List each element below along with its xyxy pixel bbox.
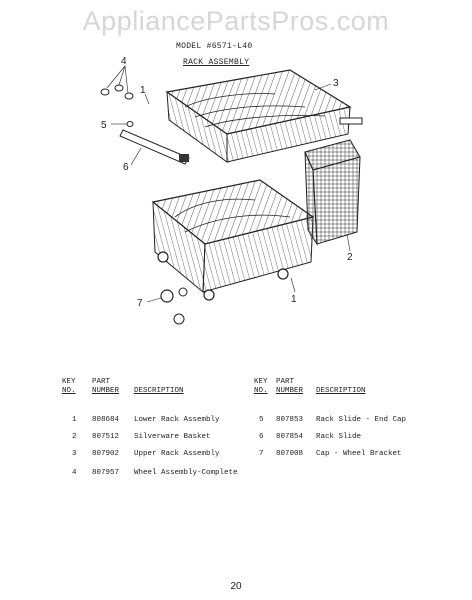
- rack-assembly-diagram: 4 3 1 5 6 2 1 7: [100, 56, 363, 325]
- model-number: MODEL #6571-L40: [176, 42, 253, 51]
- row-key: 1: [72, 416, 77, 424]
- lower-rack: [151, 179, 315, 301]
- row-part: 807902: [92, 450, 120, 458]
- watermark: AppliancePartsPros.com: [82, 6, 390, 36]
- row-part: 807008: [276, 450, 304, 458]
- silverware-basket: [304, 139, 361, 246]
- rack-slide: [119, 129, 190, 165]
- callout-1: 1: [140, 85, 146, 96]
- wheel-bracket-cap: [160, 287, 188, 325]
- row-desc: Cap - Wheel Bracket: [316, 450, 402, 458]
- row-desc: Rack Slide - End Cap: [316, 416, 407, 424]
- row-key: 4: [72, 469, 77, 477]
- wheel-assembly: [100, 84, 134, 127]
- row-part: 807853: [276, 416, 304, 424]
- row-part: 807957: [92, 469, 120, 477]
- row-key: 3: [72, 450, 77, 458]
- callout-2: 2: [347, 252, 353, 263]
- row-part: 807512: [92, 433, 120, 441]
- row-desc: Wheel Assembly-Complete: [134, 469, 238, 477]
- row-desc: Silverware Basket: [134, 433, 211, 441]
- page-number: 20: [230, 581, 242, 592]
- header-description: DESCRIPTION: [134, 387, 184, 395]
- row-key: 7: [259, 450, 264, 458]
- row-desc: Upper Rack Assembly: [134, 450, 220, 458]
- row-part: 808684: [92, 416, 120, 424]
- header-description-right: DESCRIPTION: [316, 387, 366, 395]
- row-key: 2: [72, 433, 77, 441]
- callout-6: 6: [123, 162, 129, 173]
- callout-7: 7: [137, 298, 143, 309]
- rack-slide-end-cap: [179, 154, 189, 162]
- callout-4: 4: [121, 56, 127, 67]
- section-title: RACK ASSEMBLY: [183, 58, 250, 67]
- row-desc: Lower Rack Assembly: [134, 416, 220, 424]
- upper-rack: [165, 69, 363, 163]
- callout-5: 5: [101, 120, 107, 131]
- row-part: 807854: [276, 433, 304, 441]
- callout-1-lower: 1: [291, 294, 297, 305]
- row-desc: Rack Slide: [316, 433, 362, 441]
- row-key: 6: [259, 433, 264, 441]
- callout-3: 3: [333, 78, 339, 89]
- row-key: 5: [259, 416, 264, 424]
